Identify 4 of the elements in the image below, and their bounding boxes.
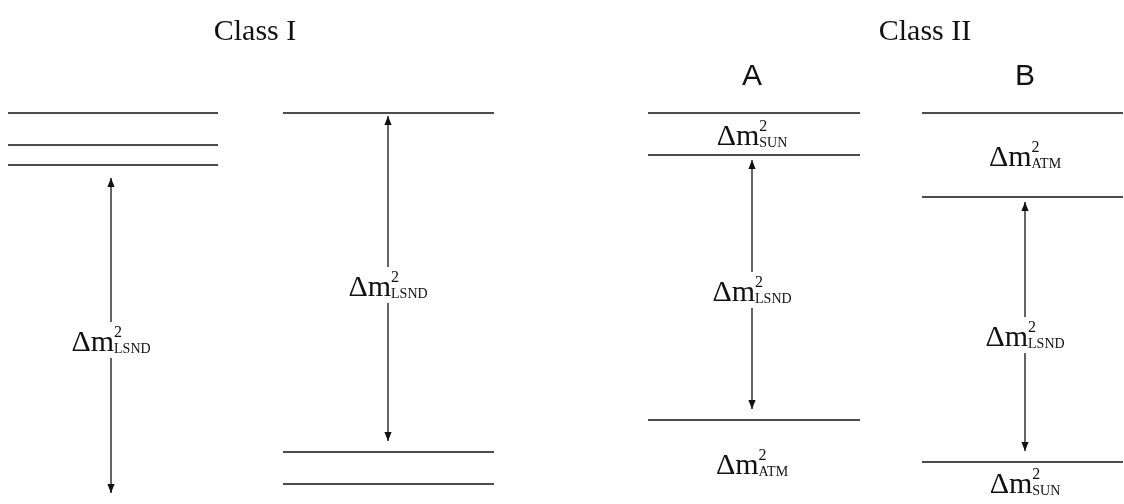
column-heading: Class II [877, 13, 973, 47]
column-heading: B [1014, 58, 1036, 92]
column-heading: A [741, 58, 763, 92]
column-heading: Class I [212, 13, 298, 47]
